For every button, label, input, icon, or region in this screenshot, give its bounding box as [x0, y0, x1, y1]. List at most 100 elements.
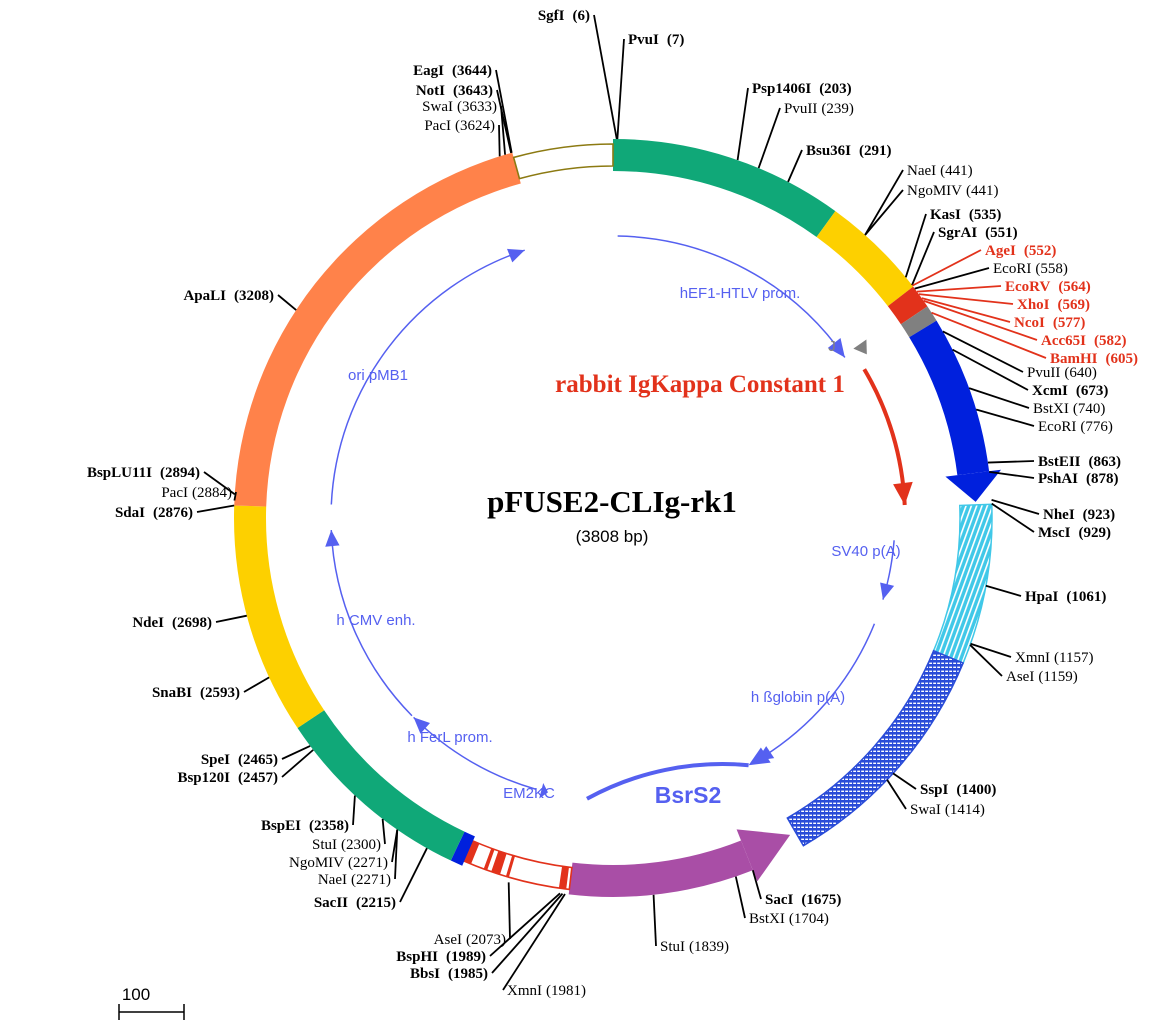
- site-name-6: NgoMIV: [907, 183, 962, 199]
- site-pos-25: (1157): [1054, 650, 1093, 666]
- outline-fill-1: [491, 850, 507, 875]
- site-label-25: XmnI(1157): [1015, 650, 1093, 666]
- site-line-6: [864, 189, 904, 236]
- site-label-8: SgrAI(551): [938, 225, 1018, 241]
- site-label-18: BstXI(740): [1033, 401, 1105, 417]
- site-pos-18: (740): [1073, 401, 1106, 417]
- plasmid-size: (3808 bp): [576, 527, 649, 546]
- site-pos-42: (2465): [238, 752, 278, 768]
- feature-arrow-em2kc: [539, 782, 548, 799]
- site-pos-28: (1414): [945, 802, 985, 818]
- feature-arrow-hcmv: [330, 530, 413, 717]
- site-name-12: XhoI: [1017, 297, 1050, 313]
- site-name-39: StuI: [312, 837, 337, 853]
- site-line-32: [502, 893, 566, 991]
- segment-orange-12: [234, 152, 521, 507]
- site-line-44: [215, 614, 247, 623]
- site-label-40: BspEI(2358): [261, 818, 349, 834]
- site-name-26: AseI: [1006, 669, 1034, 685]
- site-pos-47: (2894): [160, 465, 200, 481]
- segment-green-0: [613, 139, 836, 237]
- site-label-32: XmnI(1981): [507, 983, 586, 999]
- feature-label-hbglobin: h ßglobin p(A): [751, 689, 845, 706]
- segment-yellow-11: [234, 505, 325, 729]
- site-name-43: SnaBI: [152, 685, 192, 701]
- site-line-35: [507, 882, 511, 940]
- site-pos-14: (582): [1094, 333, 1127, 349]
- site-label-7: KasI(535): [930, 207, 1001, 223]
- site-name-3: PvuII: [784, 101, 817, 117]
- site-pos-17: (673): [1076, 383, 1109, 399]
- site-pos-34: (1989): [446, 949, 486, 965]
- site-pos-1: (7): [667, 32, 685, 48]
- site-name-17: XcmI: [1032, 383, 1068, 399]
- site-line-51: [496, 89, 512, 154]
- site-label-15: BamHI(605): [1050, 351, 1138, 367]
- site-line-47: [203, 471, 236, 495]
- site-label-3: PvuII(239): [784, 101, 854, 117]
- site-name-13: NcoI: [1014, 315, 1045, 331]
- site-pos-27: (1400): [956, 782, 996, 798]
- site-pos-33: (1985): [448, 966, 488, 982]
- site-label-0: SgfI(6): [538, 8, 590, 24]
- site-label-2: Psp1406I (203): [752, 81, 852, 97]
- site-name-42: SpeI: [201, 752, 230, 768]
- site-pos-36: (2215): [356, 895, 396, 911]
- plasmid-name: pFUSE2-CLIg-rk1: [487, 484, 737, 519]
- site-pos-31: (1839): [689, 939, 729, 955]
- site-pos-41: (2457): [238, 770, 278, 786]
- site-pos-48: (3208): [234, 288, 274, 304]
- site-label-35: AseI(2073): [434, 932, 506, 948]
- restriction-sites: SgfI(6)PvuI(7)Psp1406I(203)PvuII(239)Bsu…: [87, 8, 1138, 999]
- site-pos-12: (569): [1058, 297, 1091, 313]
- feature-arrow-rabbit-head: [893, 481, 913, 505]
- site-pos-29: (1675): [801, 892, 841, 908]
- site-name-32: XmnI: [507, 983, 542, 999]
- site-pos-22: (923): [1083, 507, 1116, 523]
- site-label-34: BspHI(1989): [396, 949, 486, 965]
- site-line-43: [243, 676, 270, 693]
- segment-yellow-1: [816, 211, 914, 307]
- site-label-6: NgoMIV(441): [907, 183, 999, 199]
- site-name-50: SwaI: [422, 99, 453, 115]
- site-name-7: KasI: [930, 207, 961, 223]
- site-label-23: MscI(929): [1038, 525, 1111, 541]
- site-name-11: EcoRV: [1005, 279, 1050, 295]
- feature-label-rabbit-igkappa: rabbit IgKappa Constant 1: [555, 371, 845, 398]
- site-name-20: BstEII: [1038, 454, 1081, 470]
- site-name-49: PacI: [424, 118, 451, 134]
- site-line-30: [734, 876, 746, 919]
- site-name-27: SspI: [920, 782, 949, 798]
- feature-arrows: [325, 235, 913, 801]
- site-pos-30: (1704): [789, 911, 829, 927]
- site-line-4: [787, 149, 803, 183]
- site-name-30: BstXI: [749, 911, 785, 927]
- site-line-37: [394, 829, 399, 880]
- site-line-46: [233, 491, 237, 501]
- segment-arrowhead-7: [736, 829, 791, 882]
- site-label-42: SpeI (2465): [201, 752, 278, 768]
- feature-arrow-bsrs2: [586, 762, 749, 801]
- site-label-36: SacII (2215): [314, 895, 396, 911]
- segment-cyan-5: [932, 503, 993, 665]
- site-name-18: BstXI: [1033, 401, 1069, 417]
- site-pos-20: (863): [1089, 454, 1122, 470]
- site-label-48: ApaLI(3208): [183, 288, 274, 304]
- site-name-2: Psp1406I: [752, 81, 811, 97]
- site-pos-2: (203): [819, 81, 852, 97]
- site-line-3: [757, 107, 781, 169]
- site-name-36: SacII: [314, 895, 348, 911]
- site-line-2: [736, 87, 749, 161]
- site-label-46: PacI(2884): [161, 485, 232, 501]
- site-label-19: EcoRI(776): [1038, 419, 1113, 435]
- backbone-segments: [234, 139, 1002, 897]
- site-label-11: EcoRV(564): [1005, 279, 1091, 295]
- feature-arrow-ori-head: [507, 248, 525, 263]
- site-name-1: PvuI: [628, 32, 659, 48]
- site-label-28: SwaI(1414): [910, 802, 985, 818]
- site-label-37: NaeI(2271): [318, 872, 391, 888]
- site-label-10: EcoRI(558): [993, 261, 1068, 277]
- site-line-0: [593, 14, 618, 140]
- site-label-45: SdaI(2876): [115, 505, 193, 521]
- site-line-26: [969, 644, 1003, 677]
